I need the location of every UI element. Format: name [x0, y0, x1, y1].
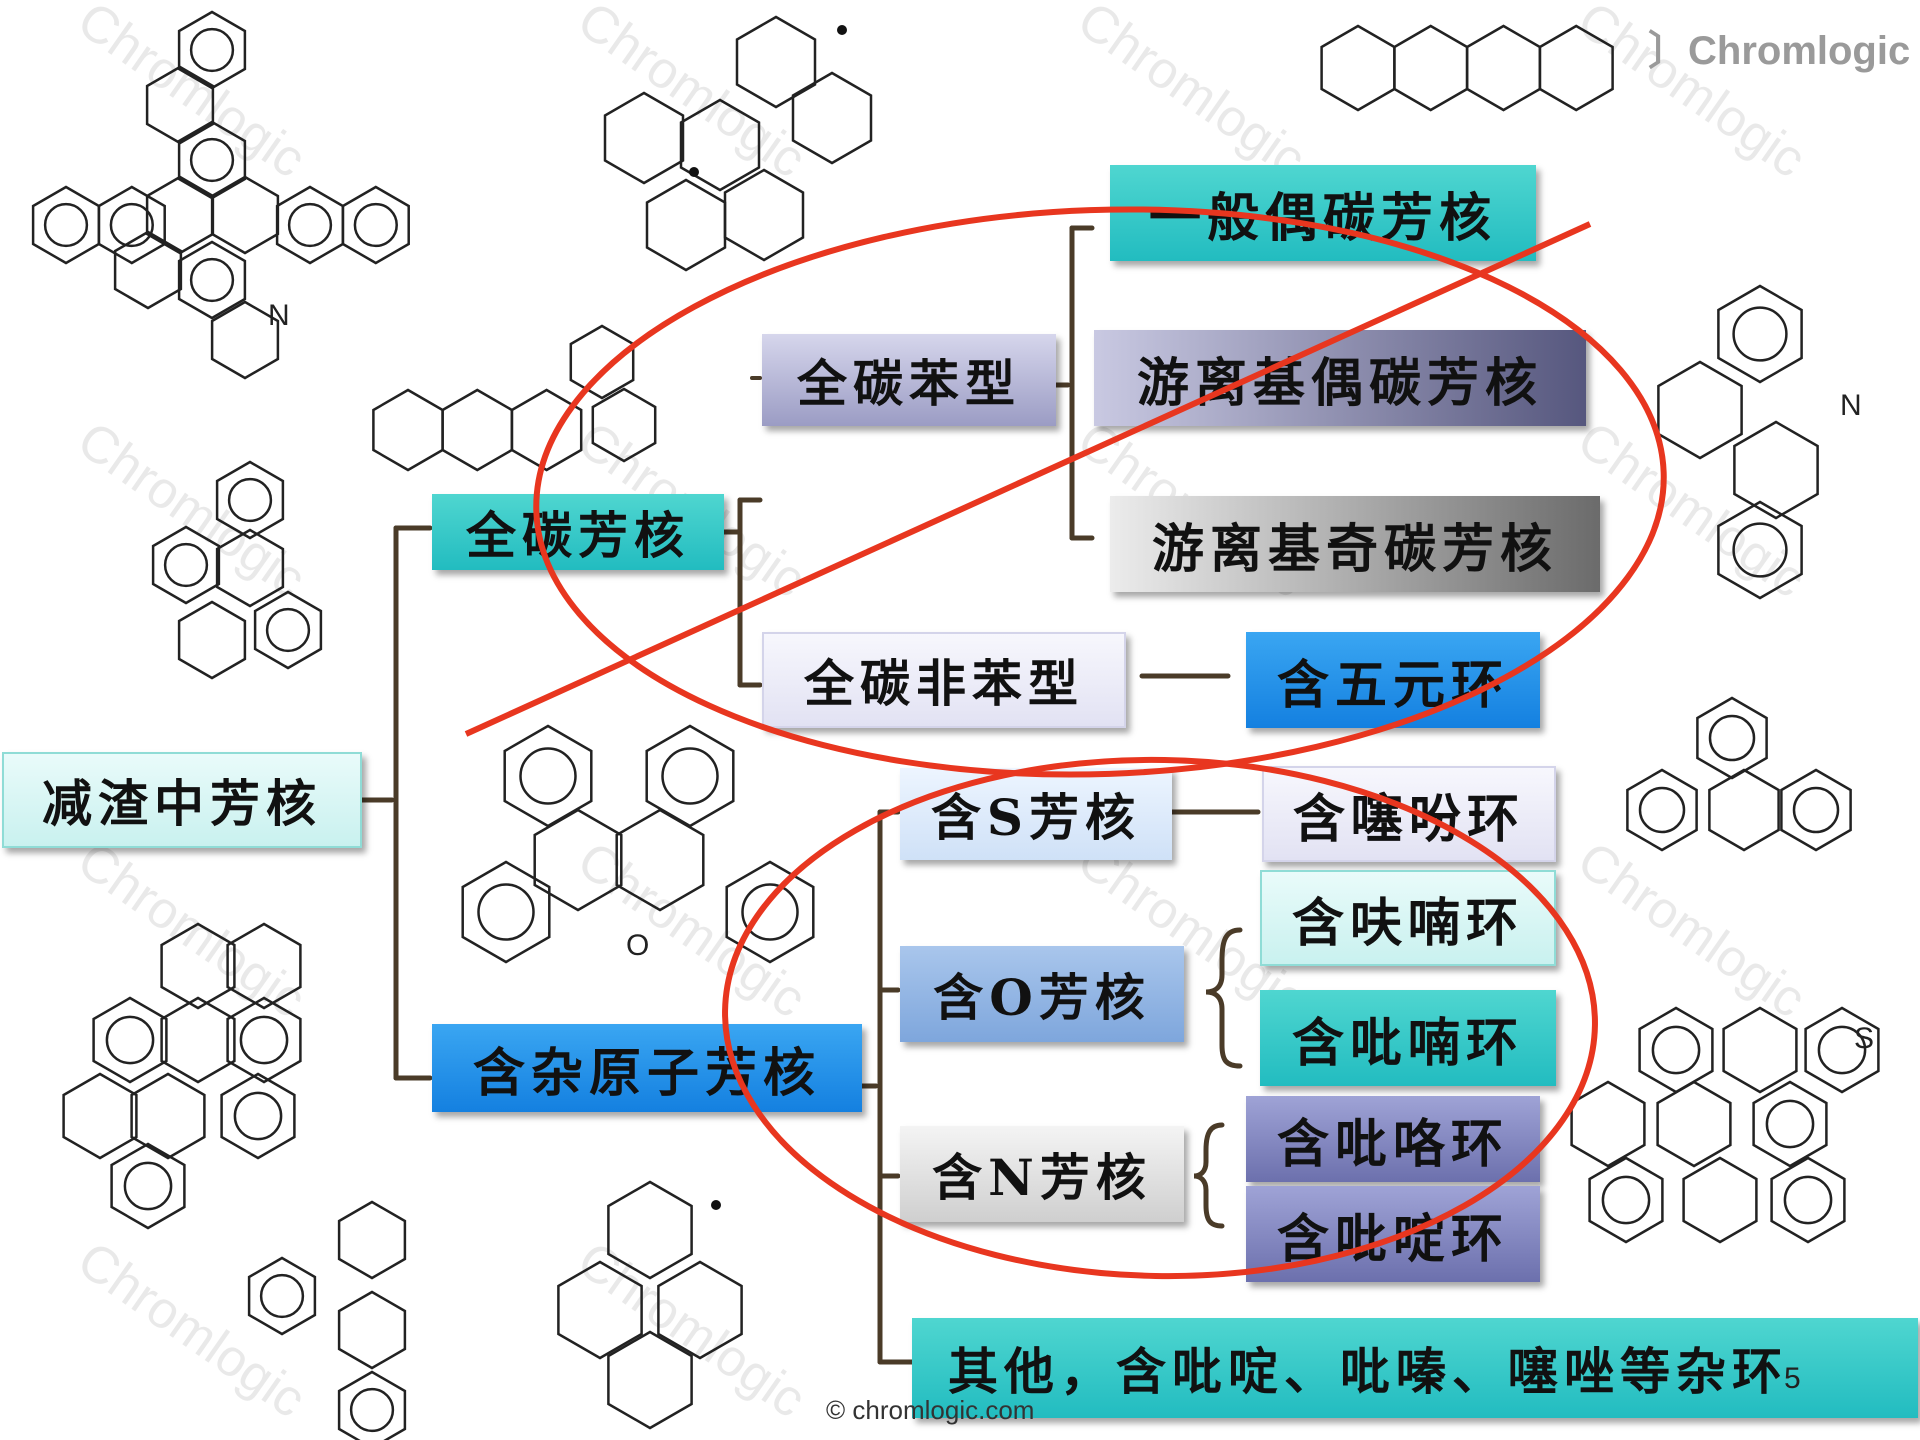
even-carbon-node: 一般偶碳芳核	[1110, 165, 1536, 261]
ring-shape	[226, 922, 302, 1010]
ring-shape	[177, 600, 247, 680]
ring-shape	[735, 15, 817, 109]
radical-dot	[689, 167, 699, 177]
ring-shape	[461, 860, 551, 964]
ring-shape	[1717, 284, 1803, 384]
ring-shape	[92, 996, 168, 1084]
ring-shape	[591, 387, 657, 463]
ring-shape	[1657, 360, 1743, 460]
atom-label: S	[1854, 1022, 1874, 1055]
page-number: 5	[1784, 1362, 1801, 1395]
ring-shape	[657, 1260, 743, 1360]
pyran-node: 含吡喃环	[1260, 990, 1556, 1086]
ring-shape	[725, 860, 815, 964]
hetero-node: 含杂原子芳核	[432, 1024, 862, 1112]
ring-shape	[177, 240, 247, 320]
s-core-node: 含S芳核	[900, 768, 1172, 860]
ring-shape	[151, 525, 221, 605]
ring-shape	[1588, 1156, 1664, 1244]
ring-shape	[210, 300, 280, 380]
atom-label: N	[268, 299, 290, 332]
ring-shape	[791, 71, 873, 165]
radical-even-carbon-node: 游离基偶碳芳核	[1094, 330, 1586, 426]
radical-dot	[711, 1200, 721, 1210]
ring-shape	[1804, 1006, 1880, 1094]
ring-shape	[341, 185, 410, 265]
logo-mark-icon: 〕	[1648, 29, 1688, 73]
ring-shape	[226, 996, 302, 1084]
ring-shape	[113, 230, 183, 310]
ring-shape	[160, 922, 236, 1010]
ring-shape	[679, 98, 761, 192]
ring-shape	[1717, 500, 1803, 600]
circle-hetero	[722, 756, 1598, 1280]
ring-shape	[247, 1256, 317, 1336]
ring-shape	[130, 1072, 206, 1160]
brand-logo: 〕Chromlogic	[1648, 29, 1911, 73]
radical-odd-carbon-node: 游离基奇碳芳核	[1110, 496, 1600, 592]
other-hetero-node: 其他，含吡啶、吡嗪、噻唑等杂环	[912, 1318, 1918, 1418]
ring-shape	[1780, 768, 1852, 852]
ring-shape	[1538, 24, 1614, 112]
ring-shape	[210, 175, 280, 255]
atom-label: O	[626, 929, 649, 962]
thiophene-node: 含噻吩环	[1262, 766, 1556, 862]
benzenoid-node: 全碳苯型	[762, 334, 1056, 426]
ring-shape	[215, 460, 285, 540]
n-core-node: 含N芳核	[900, 1126, 1184, 1222]
root-node: 减渣中芳核	[2, 752, 362, 848]
ring-shape	[615, 808, 705, 912]
ring-shape	[723, 168, 805, 262]
o-core-node: 含O芳核	[900, 946, 1184, 1042]
ring-shape	[253, 590, 323, 670]
furan-node: 含呋喃环	[1260, 870, 1556, 966]
ring-shape	[1626, 768, 1698, 852]
ring-shape	[557, 1260, 643, 1360]
ring-shape	[1733, 420, 1819, 520]
non-benzenoid-node: 全碳非苯型	[762, 632, 1126, 728]
ring-shape	[1722, 1006, 1798, 1094]
pyrrole-node: 含吡咯环	[1246, 1096, 1540, 1182]
ring-shape	[337, 1200, 407, 1280]
radical-dot	[837, 25, 847, 35]
ring-shape	[97, 185, 166, 265]
ring-shape	[110, 1142, 186, 1230]
ring-shape	[1770, 1156, 1846, 1244]
ring-shape	[337, 1370, 407, 1440]
ring-shape	[1656, 1080, 1732, 1168]
ring-shape	[220, 1072, 296, 1160]
strike-through-line	[464, 221, 1592, 737]
copyright-text: © chromlogic.com	[826, 1395, 1035, 1425]
ring-shape	[1752, 1080, 1828, 1168]
ring-shape	[160, 996, 236, 1084]
ring-shape	[62, 1072, 138, 1160]
ring-shape	[510, 388, 583, 472]
atom-label: N	[1840, 389, 1862, 422]
ring-shape	[603, 91, 685, 185]
ring-shape	[1708, 768, 1780, 852]
ring-shape	[1682, 1156, 1758, 1244]
five-ring-node: 含五元环	[1246, 632, 1540, 728]
ring-shape	[533, 808, 623, 912]
ring-shape	[337, 1290, 407, 1370]
all-carbon-node: 全碳芳核	[432, 494, 724, 570]
ring-shape	[215, 528, 285, 608]
ring-shape	[607, 1330, 693, 1430]
circle-all-carbon	[533, 206, 1667, 778]
ring-shape	[607, 1180, 693, 1280]
